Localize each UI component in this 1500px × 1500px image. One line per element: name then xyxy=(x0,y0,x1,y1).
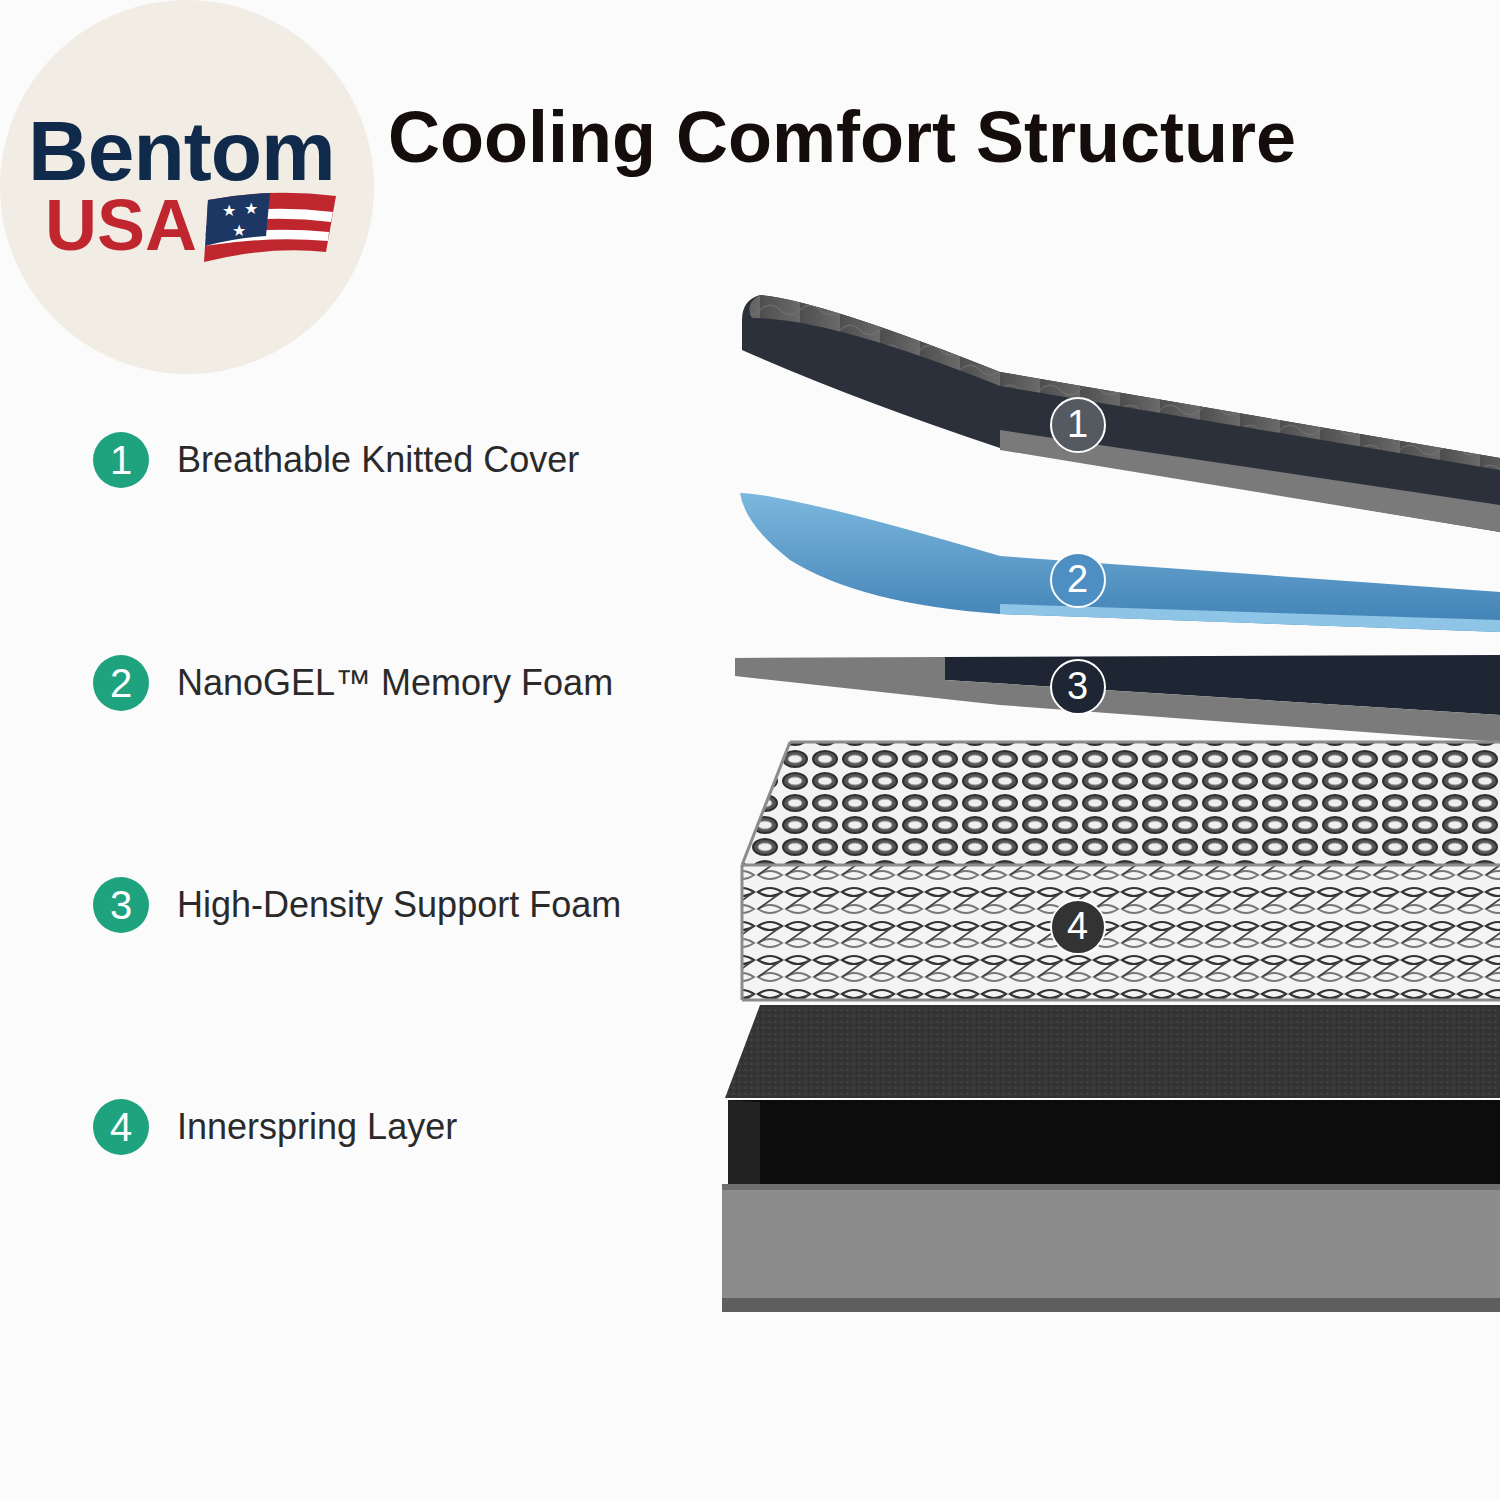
logo-badge: BentomUSA xyxy=(0,0,374,374)
innerspring-layer xyxy=(742,742,1500,1000)
logo-badge: ★ ★ ★ xyxy=(0,0,374,374)
cover-top xyxy=(749,295,1500,470)
flag-icon: ★ ★ ★ xyxy=(204,193,336,262)
spring-side xyxy=(742,865,1500,1000)
flag-star: ★ xyxy=(222,202,236,219)
legend-number-circle: 2NanoGEL™ Memory Foam xyxy=(93,655,149,711)
gel-foam-edge xyxy=(1000,604,1500,632)
callout-number: 4 xyxy=(1052,901,1103,952)
legend-number-circle: 1Breathable Knitted Cover xyxy=(93,432,149,488)
callout-number: 3 xyxy=(1052,661,1103,712)
legend-number-circle: 3High-Density Support Foam xyxy=(93,877,149,933)
base-interior xyxy=(728,1100,1500,1196)
brand-name: Bentom xyxy=(28,109,335,193)
base-layer xyxy=(722,1100,1500,1312)
flag-red xyxy=(204,193,336,262)
layer-label: NanoGEL™ Memory Foam xyxy=(177,655,613,711)
flag-star: ★ xyxy=(232,222,246,239)
callout-circle: 2 xyxy=(1050,552,1106,608)
flag-star: ★ xyxy=(244,200,258,217)
brand-country: USA xyxy=(45,189,197,261)
cover-layer xyxy=(742,295,1500,532)
gel-foam-layer xyxy=(740,493,1500,632)
callout-circle: 4 xyxy=(1050,899,1106,955)
flag-canton xyxy=(205,193,270,246)
callout-number: 3 xyxy=(93,877,149,933)
title: Cooling Comfort Structure xyxy=(388,101,1296,173)
callout-number: 1 xyxy=(93,432,149,488)
base-inner-wall xyxy=(728,1100,760,1196)
callout-circle: 1 xyxy=(1050,397,1106,453)
support-foam-layer xyxy=(735,655,1500,742)
layer-label: Innerspring Layer xyxy=(177,1099,457,1155)
felt-pad xyxy=(725,1005,1500,1098)
callout-number: 2 xyxy=(93,655,149,711)
callout-number: 2 xyxy=(1052,554,1103,605)
layer-label: Breathable Knitted Cover xyxy=(177,432,579,488)
legend-number-circle: 4Innerspring Layer xyxy=(93,1099,149,1155)
spring-border-wire xyxy=(742,742,1500,1000)
gel-foam xyxy=(740,493,1500,632)
base-side xyxy=(722,1184,1500,1304)
support-foam-side xyxy=(735,657,1500,742)
callout-circle: 3 xyxy=(1050,659,1106,715)
spring-top xyxy=(742,742,1500,865)
base-bottom xyxy=(722,1298,1500,1312)
base-rim xyxy=(722,1184,1500,1190)
callout-number: 4 xyxy=(93,1099,149,1155)
layer-label: High-Density Support Foam xyxy=(177,877,621,933)
logo-circle xyxy=(0,0,374,374)
cover-underside xyxy=(742,295,1500,532)
callout-number: 1 xyxy=(1052,399,1103,450)
